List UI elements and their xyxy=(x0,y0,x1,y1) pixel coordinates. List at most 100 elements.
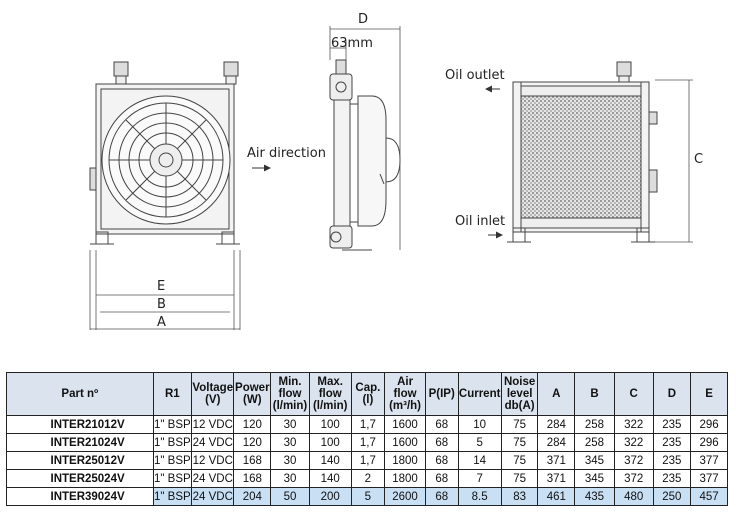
back-dimensions xyxy=(655,79,693,243)
table-cell: 235 xyxy=(652,469,692,488)
table-cell: 68 xyxy=(424,451,459,470)
table-cell: 1,7 xyxy=(350,433,386,452)
table-cell: 377 xyxy=(690,451,728,470)
air-direction-label: Air direction xyxy=(247,146,326,161)
column-header: Max.flow(l/min) xyxy=(308,372,352,416)
table-cell: 24 VDC xyxy=(191,433,235,452)
table-cell: 75 xyxy=(500,433,539,452)
table-cell: 1" BSP xyxy=(152,415,193,434)
table-cell: 120 xyxy=(233,433,272,452)
table-cell: 1800 xyxy=(384,451,426,470)
table-cell: 345 xyxy=(574,469,615,488)
table-cell: 30 xyxy=(270,451,310,470)
table-cell: 322 xyxy=(613,433,654,452)
dimension-d-label: D xyxy=(358,12,369,27)
table-cell: 100 xyxy=(308,415,352,434)
table-cell: 1600 xyxy=(384,415,426,434)
table-cell: 322 xyxy=(613,415,654,434)
table-cell: 372 xyxy=(613,469,654,488)
table-cell: 258 xyxy=(574,415,615,434)
column-header: E xyxy=(690,372,728,416)
table-cell: 1,7 xyxy=(350,451,386,470)
table-cell: 75 xyxy=(500,451,539,470)
table-cell: 435 xyxy=(574,487,615,506)
column-header: B xyxy=(574,372,615,416)
table-cell: 345 xyxy=(574,451,615,470)
table-cell: 83 xyxy=(500,487,539,506)
table-cell: 2 xyxy=(350,469,386,488)
table-cell: 100 xyxy=(308,433,352,452)
table-cell: 371 xyxy=(537,451,576,470)
table-cell: 250 xyxy=(652,487,692,506)
dimension-a-label: A xyxy=(157,315,166,330)
table-cell: 68 xyxy=(424,487,459,506)
table-cell: 10 xyxy=(457,415,502,434)
table-cell: 30 xyxy=(270,433,310,452)
column-header: Current xyxy=(457,372,502,416)
table-cell: 1600 xyxy=(384,433,426,452)
table-cell: 1" BSP xyxy=(152,469,193,488)
table-cell: 296 xyxy=(690,415,728,434)
table-cell: 50 xyxy=(270,487,310,506)
table-cell: 7 xyxy=(457,469,502,488)
table-cell: 68 xyxy=(424,415,459,434)
table-cell: 1" BSP xyxy=(152,487,193,506)
table-cell: 235 xyxy=(652,451,692,470)
column-header: A xyxy=(537,372,576,416)
table-cell: 1" BSP xyxy=(152,451,193,470)
table-cell: 235 xyxy=(652,415,692,434)
table-cell: 75 xyxy=(500,415,539,434)
table-cell: 1" BSP xyxy=(152,433,193,452)
table-cell: 258 xyxy=(574,433,615,452)
table-cell: 8.5 xyxy=(457,487,502,506)
table-cell: 372 xyxy=(613,451,654,470)
table-cell: 5 xyxy=(457,433,502,452)
table-cell: 24 VDC xyxy=(191,469,235,488)
table-cell: 5 xyxy=(350,487,386,506)
table-cell: 480 xyxy=(613,487,654,506)
table-cell: 140 xyxy=(308,451,352,470)
table-cell: 30 xyxy=(270,469,310,488)
table-cell: 68 xyxy=(424,469,459,488)
table-cell: 457 xyxy=(690,487,728,506)
column-header: Min.flow(l/min) xyxy=(270,372,310,416)
column-header: P(IP) xyxy=(424,372,459,416)
table-cell: 140 xyxy=(308,469,352,488)
table-cell: 168 xyxy=(233,469,272,488)
back-view xyxy=(507,61,658,243)
table-cell: 371 xyxy=(537,469,576,488)
part-number-cell: INTER21024V xyxy=(6,433,154,452)
oil-inlet-label: Oil inlet xyxy=(455,214,506,229)
part-number-cell: INTER25012V xyxy=(6,451,154,470)
table-cell: 284 xyxy=(537,433,576,452)
dimension-c-label: C xyxy=(694,152,704,167)
part-number-cell: INTER39024V xyxy=(6,487,154,506)
part-number-cell: INTER25024V xyxy=(6,469,154,488)
column-header: Part nº xyxy=(6,372,154,416)
table-cell: 2600 xyxy=(384,487,426,506)
table-cell: 200 xyxy=(308,487,352,506)
table-cell: 24 VDC xyxy=(191,487,235,506)
table-cell: 12 VDC xyxy=(191,451,235,470)
column-header: D xyxy=(652,372,692,416)
table-cell: 12 VDC xyxy=(191,415,235,434)
table-cell: 120 xyxy=(233,415,272,434)
table-cell: 168 xyxy=(233,451,272,470)
technical-drawing xyxy=(89,26,693,330)
table-cell: 377 xyxy=(690,469,728,488)
front-view xyxy=(89,61,240,245)
table-cell: 296 xyxy=(690,433,728,452)
table-cell: 461 xyxy=(537,487,576,506)
table-cell: 1800 xyxy=(384,469,426,488)
dimension-63mm-label: 63mm xyxy=(331,36,373,51)
column-header: Cap.(l) xyxy=(350,372,386,416)
dimension-b-label: B xyxy=(157,297,166,312)
